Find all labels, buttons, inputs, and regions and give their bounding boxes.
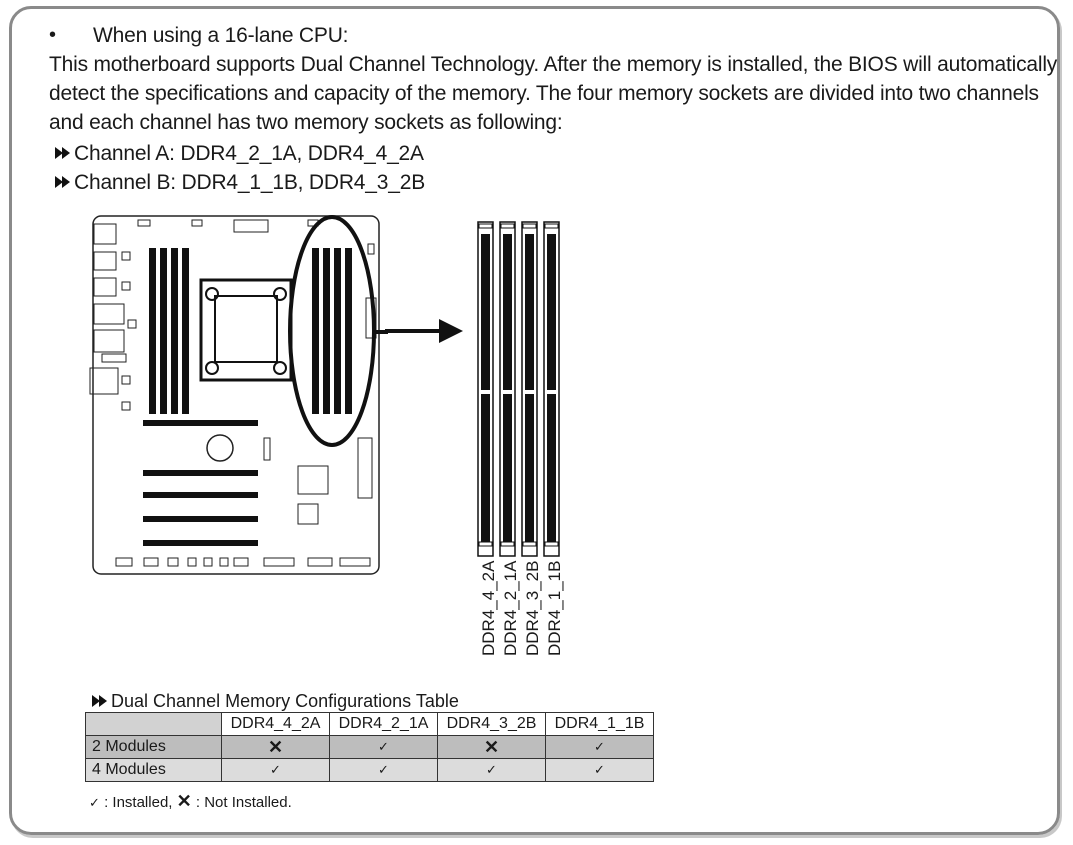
slot-label-ddr4-2-1a: DDR4_2_1A [501, 560, 520, 656]
table-header-row: DDR4_4_2A DDR4_2_1A DDR4_3_2B DDR4_1_1B [85, 712, 654, 736]
memory-slot [499, 221, 516, 557]
not-installed-mark: ✕ [221, 735, 330, 759]
paragraph-line-2: detect the specifications and capacity o… [49, 82, 1039, 105]
table-title-text: Dual Channel Memory Configurations Table [111, 691, 459, 711]
memory-slots-diagram [477, 221, 560, 557]
table-header-cell: DDR4_3_2B [437, 712, 546, 736]
fast-forward-icon [92, 690, 107, 711]
memory-slot [521, 221, 538, 557]
slot-label-ddr4-3-2b: DDR4_3_2B [523, 560, 542, 656]
slot-label-ddr4-1-1b: DDR4_1_1B [545, 560, 564, 656]
fast-forward-icon [55, 170, 70, 194]
channel-b-text: Channel B: DDR4_1_1B, DDR4_3_2B [74, 171, 426, 194]
memory-config-table: DDR4_4_2A DDR4_2_1A DDR4_3_2B DDR4_1_1B … [85, 712, 654, 782]
table-header-cell: DDR4_2_1A [329, 712, 438, 736]
table-header-cell [85, 712, 222, 736]
installed-mark: ✓ [437, 758, 546, 782]
table-title: Dual Channel Memory Configurations Table [92, 690, 459, 712]
not-installed-legend-symbol: ✕ [176, 791, 192, 811]
content-frame [9, 6, 1060, 835]
installed-mark: ✓ [545, 735, 654, 759]
paragraph-line-3: and each channel has two memory sockets … [49, 111, 563, 134]
memory-slot [543, 221, 560, 557]
table-header-cell: DDR4_4_2A [221, 712, 330, 736]
table-row: 2 Modules ✕ ✓ ✕ ✓ [85, 735, 654, 759]
installed-legend-symbol: ✓ [89, 795, 100, 810]
not-installed-mark: ✕ [437, 735, 546, 759]
channel-a-item: Channel A: DDR4_2_1A, DDR4_4_2A [55, 141, 424, 166]
table-header-cell: DDR4_1_1B [545, 712, 654, 736]
installed-legend-text: : Installed, [104, 794, 173, 811]
installed-mark: ✓ [329, 758, 438, 782]
installed-mark: ✓ [221, 758, 330, 782]
row-label: 4 Modules [85, 758, 222, 782]
arrow-right-icon [385, 319, 463, 343]
row-label: 2 Modules [85, 735, 222, 759]
installed-mark: ✓ [545, 758, 654, 782]
not-installed-legend-text: : Not Installed. [195, 794, 292, 811]
motherboard-diagram [89, 215, 388, 575]
section-heading: When using a 16-lane CPU: [93, 24, 349, 47]
table-legend: ✓ : Installed, ✕ : Not Installed. [89, 791, 292, 812]
slot-label-ddr4-4-2a: DDR4_4_2A [479, 560, 498, 656]
paragraph-line-1: This motherboard supports Dual Channel T… [49, 53, 1058, 76]
table-row: 4 Modules ✓ ✓ ✓ ✓ [85, 758, 654, 782]
channel-b-item: Channel B: DDR4_1_1B, DDR4_3_2B [55, 170, 425, 195]
installed-mark: ✓ [329, 735, 438, 759]
channel-a-text: Channel A: DDR4_2_1A, DDR4_4_2A [74, 142, 424, 165]
fast-forward-icon [55, 141, 70, 165]
bullet-marker: • [49, 24, 57, 46]
memory-slot [477, 221, 494, 557]
